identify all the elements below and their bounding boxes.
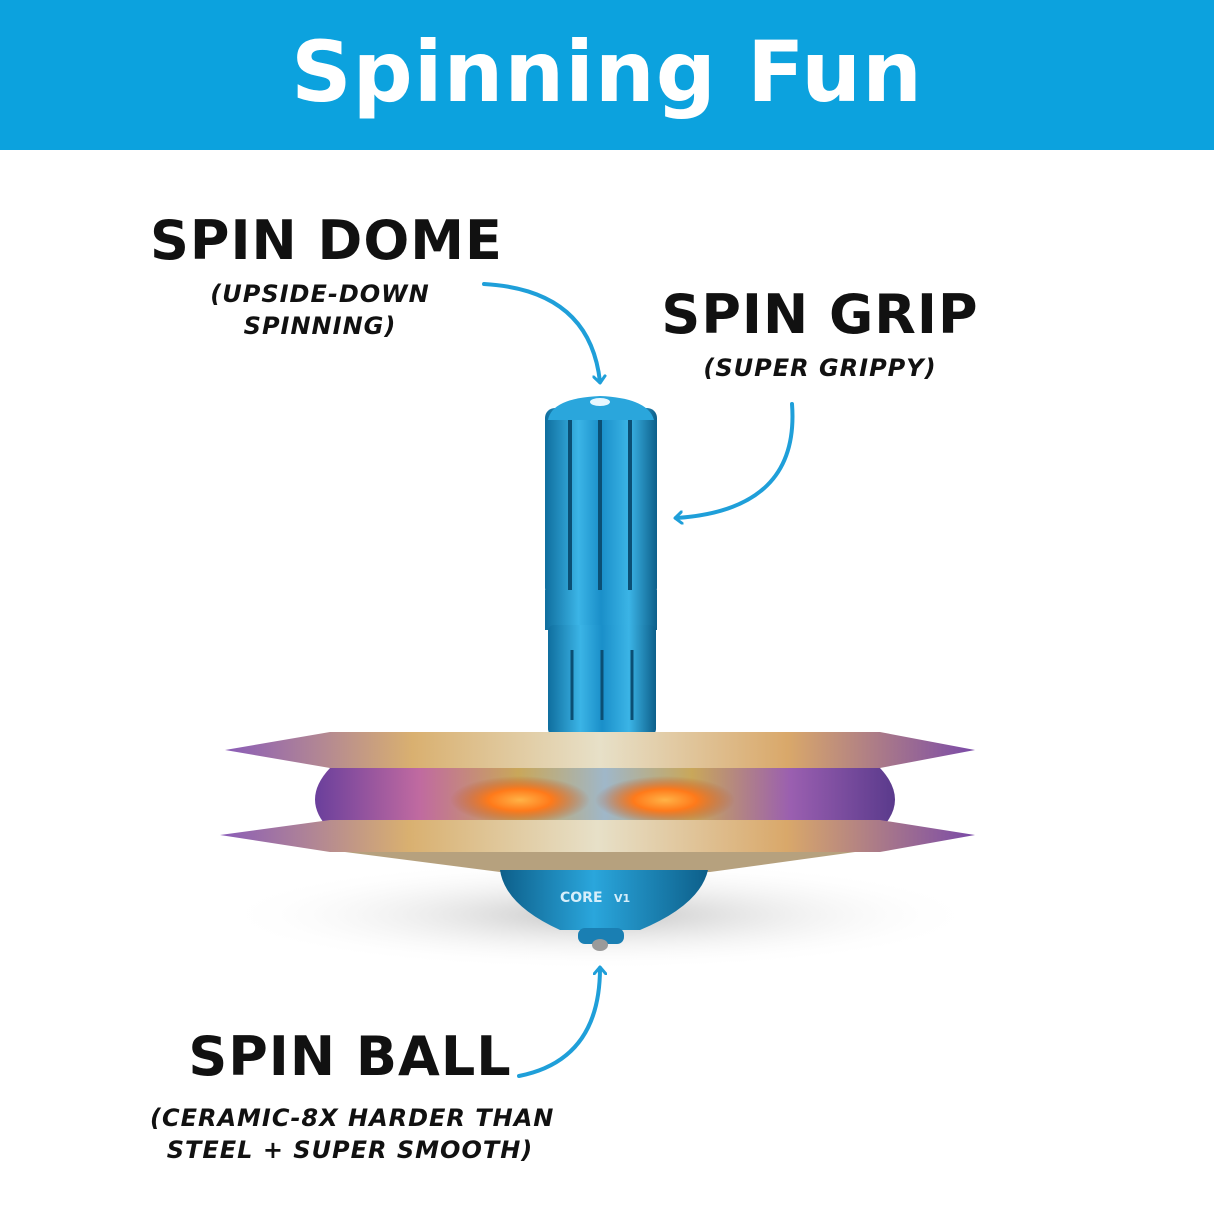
spin-ball-arrow (517, 968, 600, 1078)
disc-body (220, 732, 975, 872)
spin-dome-callout: SPIN DOME (UPSIDE-DOWN SPINNING) (150, 209, 503, 343)
core-cone (500, 870, 708, 930)
spin-ball-subtitle-1: (CERAMIC-8X HARDER THAN (150, 1104, 555, 1132)
spin-dome-subtitle-2: SPINNING) (243, 312, 397, 341)
spin-dome-arrow (482, 282, 600, 382)
glow-right (595, 776, 735, 824)
spin-ball-callout: SPIN BALL (CERAMIC-8X HARDER THAN STEEL … (150, 1025, 555, 1167)
spin-ball-subtitle-2: STEEL + SUPER SMOOTH) (166, 1136, 534, 1165)
spin-grip-title: SPIN GRIP (661, 283, 979, 346)
spin-grip-handle (545, 408, 657, 735)
spin-dome-subtitle-1: (UPSIDE-DOWN (210, 280, 430, 308)
spin-ball (592, 939, 608, 951)
page-title: Spinning Fun (291, 23, 923, 121)
spin-dome-title: SPIN DOME (150, 209, 503, 272)
spin-dome (548, 396, 654, 420)
spin-grip-arrow (676, 402, 795, 518)
core-engraving: CORE (560, 890, 603, 906)
spin-grip-subtitle: (SUPER GRIPPY) (703, 354, 937, 382)
spin-ball-housing (578, 928, 624, 944)
spin-ball-title: SPIN BALL (188, 1025, 512, 1088)
spin-grip-callout: SPIN GRIP (SUPER GRIPPY) (650, 288, 990, 384)
glow-left (450, 776, 590, 824)
title-banner: Spinning Fun (0, 0, 1214, 150)
core-version: V1 (614, 892, 630, 905)
